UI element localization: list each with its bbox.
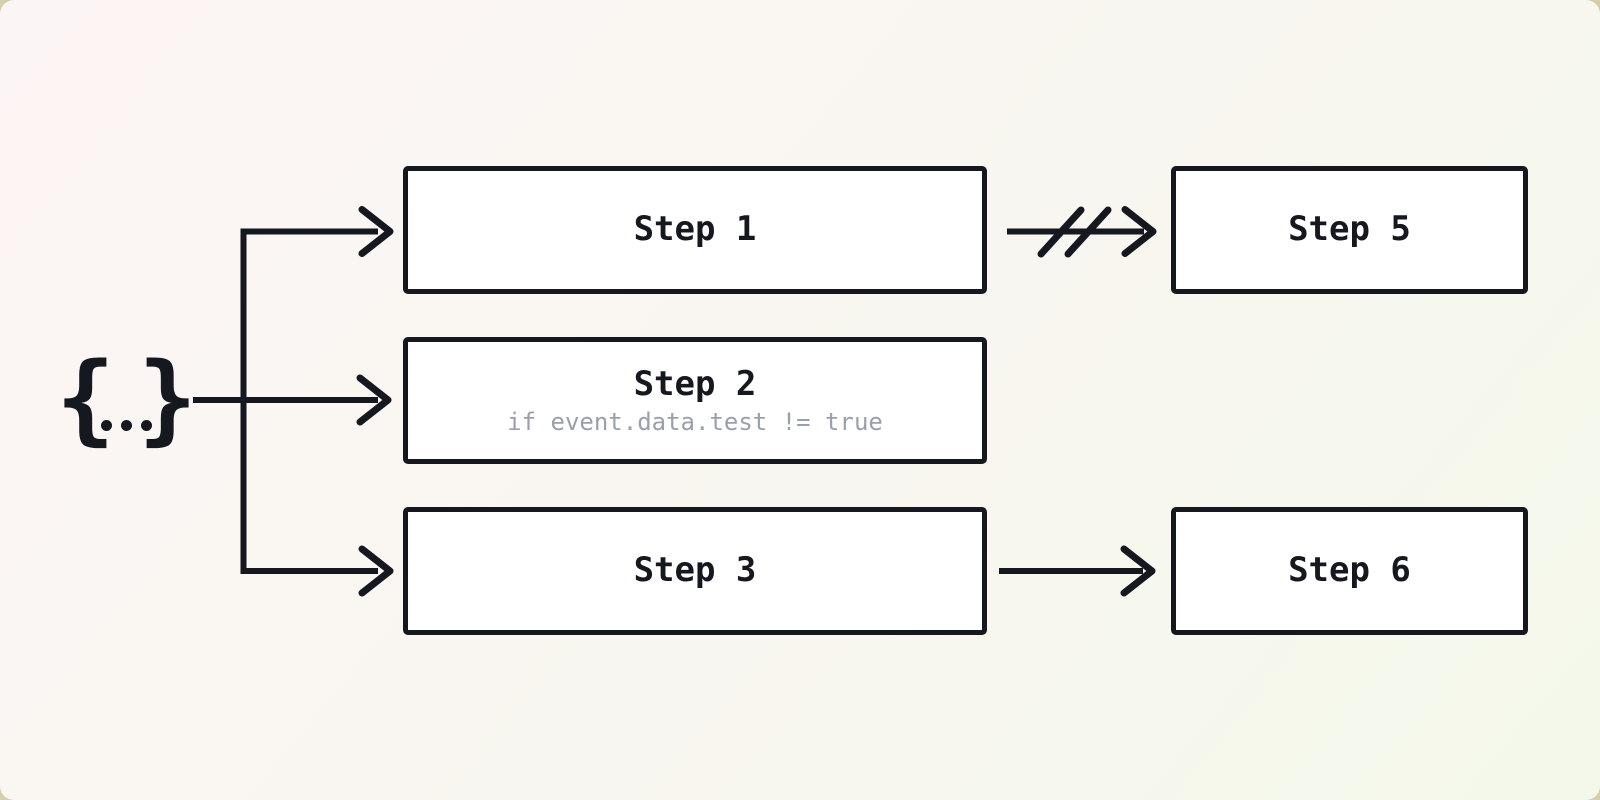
arrowhead-step1 — [358, 206, 394, 257]
step-label: Step 3 — [633, 550, 757, 591]
step-node-5: Step 5 — [1171, 166, 1528, 294]
cancel-slash-1 — [1037, 206, 1085, 258]
step-node-2: Step 2 if event.data.test != true — [403, 337, 987, 464]
brace-right: } — [138, 342, 198, 456]
step-label: Step 5 — [1288, 209, 1411, 250]
step-node-3: Step 3 — [403, 507, 987, 635]
step-label: Step 1 — [633, 209, 757, 250]
step-node-6: Step 6 — [1171, 507, 1528, 635]
arrowhead-step6 — [1120, 545, 1156, 597]
arrowhead-step3 — [358, 545, 394, 597]
arrowhead-step5 — [1121, 206, 1157, 257]
cancel-slash-2 — [1064, 206, 1112, 258]
event-trigger-icon: { } — [56, 342, 198, 456]
step-label: Step 2 — [633, 364, 757, 405]
brace-left: { — [56, 342, 116, 456]
arrowhead-step2 — [356, 374, 392, 426]
step-node-1: Step 1 — [403, 166, 987, 294]
step-label: Step 6 — [1288, 550, 1411, 591]
step-condition: if event.data.test != true — [507, 407, 883, 436]
ellipsis-dots-icon — [101, 420, 153, 431]
